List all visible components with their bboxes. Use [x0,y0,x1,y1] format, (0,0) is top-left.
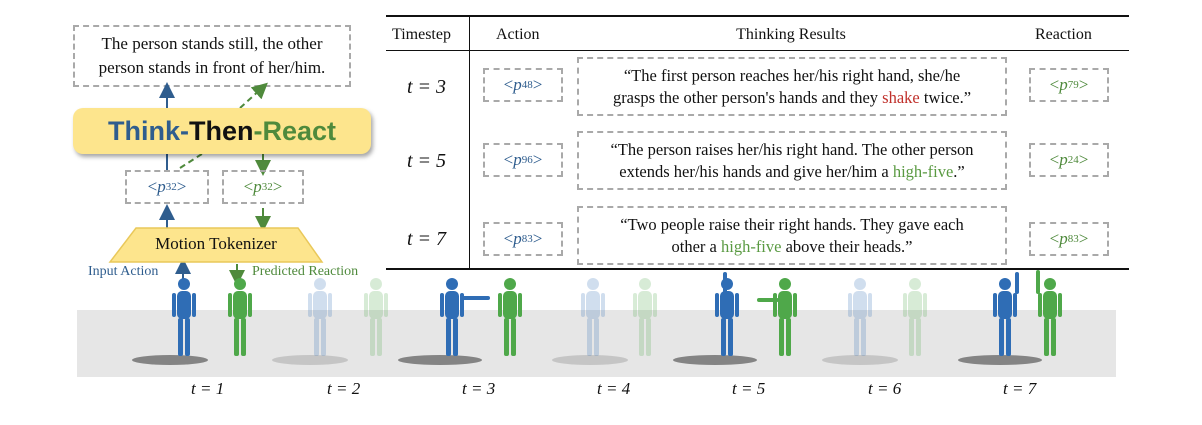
row-1-timestep: t = 3 [407,76,447,98]
t1-reaction-figure [228,278,252,356]
row-1-line-1: “The first person reaches her/his right … [623,65,961,85]
predicted-reaction-label: Predicted Reaction [252,264,359,279]
t7-action-figure [993,272,1019,356]
timeline-t6: t = 6 [868,379,902,398]
row-3-timestep: t = 7 [407,228,447,250]
t1-shadow [132,355,208,365]
timeline-t1: t = 1 [191,379,225,398]
t5-reaction-figure [757,278,797,356]
t1-action-figure [172,278,196,356]
table-bottom-rule [386,268,1129,270]
timeline-t4: t = 4 [597,379,631,398]
t3-shadow [398,355,482,365]
caption-line-2: person stands in front of her/him. [98,58,326,77]
t4-shadow [552,355,628,365]
row-1-line-2: grasps the other person's hands and they… [612,87,972,107]
header-action: Action [496,26,540,43]
left-token-symbol: p [157,177,166,196]
ttr-sep-2: - [253,115,263,146]
row-3-line-2: other a high-five above their heads.” [671,236,913,256]
table-header-rule [386,50,1129,51]
t4-reaction-figure [633,278,657,356]
t3-action-figure [440,278,490,356]
motion-figures [132,270,1062,365]
t2-reaction-figure [364,278,388,356]
row-1-reaction-index: 79 [1067,79,1079,91]
row-2-action-index: 96 [521,154,533,166]
t3-reaction-figure [498,278,522,356]
timeline-t3: t = 3 [462,379,496,398]
motion-tokenizer-shape [108,227,324,263]
t2-shadow [272,355,348,365]
row-1-highlight: shake [882,87,920,107]
row-3-action-index: 83 [521,233,533,245]
row-3-thinking-box: “Two people raise their right hands. The… [577,206,1007,265]
ttr-sep-1: - [179,115,189,146]
row-1-action-index: 48 [521,79,533,91]
input-action-label: Input Action [88,264,159,279]
row-2-line-1: “The person raises her/his right hand. T… [610,139,974,159]
ttr-then: Then [188,115,254,146]
row-2-thinking-box: “The person raises her/his right hand. T… [577,131,1007,190]
t7-shadow [958,355,1042,365]
timeline-t7: t = 7 [1003,379,1037,398]
row-1-thinking-box: “The first person reaches her/his right … [577,57,1007,116]
t6-reaction-figure [903,278,927,356]
t2-action-figure [308,278,332,356]
caption-box [73,25,351,87]
right-token-symbol: p [253,177,262,196]
t5-action-figure [715,272,739,356]
table-column-divider [469,17,470,268]
timeline-t2: t = 2 [327,379,361,398]
row-2-timestep: t = 5 [407,150,447,172]
think-then-react-box: Think-Then-React [73,108,371,154]
ttr-react: React [262,115,337,146]
header-thinking: Thinking Results [736,26,846,43]
row-3-highlight: high-five [720,236,782,256]
row-3-line-1: “Two people raise their right hands. The… [620,214,964,234]
timeline-t5: t = 5 [732,379,766,398]
t4-action-figure [581,278,605,356]
header-timestep: Timestep [392,26,451,43]
pipeline-arrows [108,82,324,286]
t6-shadow [822,355,898,365]
row-2-line-2: extends her/his hands and give her/him a… [619,161,965,181]
right-token-index: 32 [261,181,273,193]
row-2-highlight: high-five [892,161,954,181]
motion-tokenizer-label: Motion Tokenizer [155,234,277,253]
table-top-rule [386,15,1129,17]
t6-action-figure [848,278,872,356]
ttr-think: Think [107,115,180,146]
arrow-dashed-cross [179,151,206,169]
row-2-reaction-index: 24 [1067,154,1079,166]
row-3-reaction-index: 83 [1067,233,1079,245]
t5-shadow [673,355,757,365]
header-reaction: Reaction [1035,26,1092,43]
left-token-index: 32 [165,181,177,193]
arrow-ttr-dashed-up [239,82,268,109]
t7-reaction-figure [1036,270,1062,356]
caption-line-1: The person stands still, the other [101,34,323,53]
